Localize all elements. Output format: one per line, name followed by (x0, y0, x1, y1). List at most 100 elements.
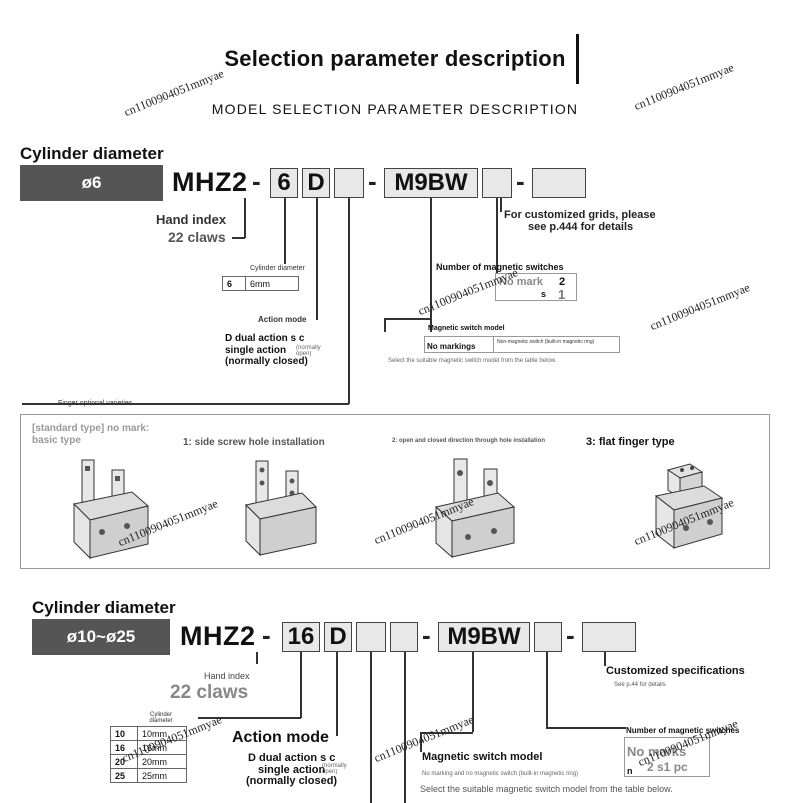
gripper-basic-icon (72, 459, 150, 560)
cyl-code: 25 (110, 768, 138, 783)
section2-heading: Cylinder diameter (32, 598, 176, 617)
leader2-size-h (198, 717, 301, 719)
num-s1pc: 2 s1 pc (647, 760, 688, 774)
table-row: 6 6mm (222, 276, 299, 291)
leader-hand-index-h (232, 237, 245, 239)
section1-action-box: D (302, 168, 330, 198)
gripper-flat-icon (654, 463, 724, 550)
cyl-code: 6 (222, 276, 246, 291)
section1-action-open: (normally open) (296, 345, 321, 357)
cyl-code: 10 (110, 726, 138, 741)
leader-switch (430, 198, 432, 332)
leader2-count (546, 652, 548, 728)
section2-size-box: 16 (282, 622, 320, 652)
section2-switch-box: M9BW (438, 622, 530, 652)
section1-custom-grids: For customized grids, please (504, 209, 656, 221)
leader-switch-h (384, 318, 430, 320)
section2-action-single: single action (258, 764, 326, 776)
section2-model-code: MHZ2 (180, 621, 256, 651)
leader-custom-a (500, 198, 502, 212)
table-row: 16 16mm (110, 740, 187, 755)
section2-select-note: Select the suitable magnetic switch mode… (420, 784, 673, 794)
leader-size (284, 198, 286, 264)
num-row-mark: No mark (499, 276, 544, 288)
section2-dash-1: - (262, 620, 271, 650)
leader2-hand (256, 652, 258, 664)
section2-action-dual: D dual action s c (248, 752, 336, 764)
section1-size-box: 6 (270, 168, 298, 198)
section1-switch-table: No markings Non-magnetic switch (built-i… (424, 336, 620, 353)
section1-finger-box (334, 168, 364, 198)
section2-num-switches: Number of magnetic switches (626, 726, 740, 735)
section1-finger-label: Finger optional varieties (58, 400, 133, 407)
section1-action-dual: D dual action s c (225, 333, 305, 344)
gripper-side-screw-icon (244, 460, 318, 557)
leader2-switch (472, 652, 474, 732)
section2-count-box (534, 622, 562, 652)
finger-label-flat: 3: flat finger type (586, 436, 675, 448)
section2-action-open: (normally open) (322, 763, 347, 775)
section1-model-code: MHZ2 (172, 167, 248, 197)
leader2-finger (370, 652, 372, 803)
section2-dash-2: - (422, 620, 431, 650)
section2-switch-desc: No marking and no magnetic switch (built… (422, 771, 579, 777)
section2-hand-index: Hand index (204, 671, 250, 681)
section1-cyl-dia-label: Cylinder diameter (250, 265, 305, 272)
page-title: Selection parameter description (224, 46, 566, 71)
section1-custom-grids-2: see p.444 for details (528, 221, 634, 233)
leader2-size (300, 652, 302, 718)
page-subtitle: MODEL SELECTION PARAMETER DESCRIPTION (211, 101, 579, 117)
section1-action-closed: (normally closed) (225, 356, 308, 367)
section1-num-table: No mark 2 s 1 (495, 273, 577, 302)
section1-dash-2: - (368, 166, 377, 196)
gripper-through-hole-icon (434, 458, 516, 559)
section1-action-mode: Action mode (258, 315, 307, 324)
finger-label-side-screw: 1: side screw hole installation (183, 437, 325, 448)
section1-count-box (482, 168, 512, 198)
watermark: cn1100904051mmyae (648, 280, 752, 333)
section2-finger-box (356, 622, 386, 652)
section2-dash-3: - (566, 620, 575, 650)
section1-heading: Cylinder diameter (20, 144, 164, 163)
title-accent-bar (576, 34, 579, 84)
section2-custom-spec: Customized specifications (606, 665, 745, 677)
section1-claws: 22 claws (168, 229, 226, 245)
finger-label-standard: [standard type] no mark: basic type (32, 423, 150, 446)
section2-diameter-bar: ø10~ø25 (32, 619, 170, 655)
section2-action-box: D (324, 622, 352, 652)
section1-num-switches: Number of magnetic switches (436, 262, 564, 272)
leader-switch-left (384, 318, 386, 332)
num-row-val: 1 (558, 287, 566, 302)
leader2-switch-v (420, 732, 422, 752)
leader2-extra (404, 652, 406, 803)
finger-options-panel (20, 414, 770, 569)
section1-hand-index: Hand index (156, 212, 227, 227)
section1-switch-model: Magnetic switch model (428, 325, 505, 332)
section2-extra-box (390, 622, 418, 652)
section1-custom-box (532, 168, 586, 198)
num-n: n (627, 766, 633, 776)
leader-finger (348, 198, 350, 404)
num-row-mark: s (541, 289, 547, 299)
num-no-marks: No marks (627, 744, 687, 759)
cyl-value: 6mm (245, 276, 299, 291)
section1-cyl-table: 6 6mm (222, 276, 299, 291)
leader-finger-h (22, 403, 349, 405)
section2-cyl-table: 10 10mm 16 16mm 20 20mm 25 25mm (110, 726, 187, 783)
section2-custom-box (582, 622, 636, 652)
switch-desc: Non-magnetic switch (built-in magnetic r… (497, 339, 595, 345)
cyl-value: 25mm (137, 768, 187, 783)
section1-dash-3: - (516, 166, 525, 196)
num-row-val: 2 (559, 276, 566, 288)
leader-action (316, 198, 318, 320)
section2-cyl-dia-label: Cylinder diameter (149, 712, 173, 724)
section1-switch-box: M9BW (384, 168, 478, 198)
leader-count (496, 198, 498, 274)
section2-claws: 22 claws (170, 682, 249, 703)
switch-no-markings: No markings (427, 342, 476, 351)
section2-action-closed: (normally closed) (246, 775, 338, 787)
table-row: 25 25mm (110, 768, 187, 783)
section2-custom-spec-note: See p.44 for details (614, 682, 666, 688)
section2-switch-model: Magnetic switch model (422, 751, 543, 763)
finger-label-through-hole: 2: open and closed direction through hol… (392, 438, 546, 444)
